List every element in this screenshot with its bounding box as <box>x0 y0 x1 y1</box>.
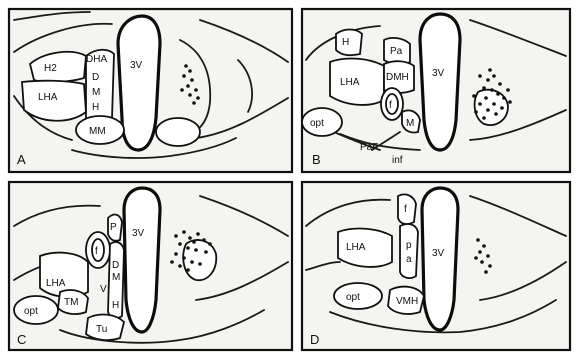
panel-d-fornix <box>398 194 416 224</box>
label-c-3v: 3V <box>132 228 145 239</box>
label-b-pa: Pa <box>390 46 403 57</box>
panel-a: H2 LHA DHA D M H 3V MM A <box>9 9 292 172</box>
label-a-lha: LHA <box>38 92 58 103</box>
label-c-f: f <box>95 246 98 257</box>
label-d-opt: opt <box>346 292 360 303</box>
label-d-a: a <box>406 254 412 265</box>
panel-a-letter: A <box>17 152 26 167</box>
panel-b-letter: B <box>312 152 321 167</box>
label-c-m: M <box>112 272 120 283</box>
label-a-h: H <box>92 102 99 113</box>
label-b-h: H <box>342 37 349 48</box>
label-b-paf: PaF <box>360 142 378 153</box>
panel-c: P 3V f LHA D M V H TM opt Tu C <box>9 182 292 350</box>
panel-a-right-lobe <box>156 118 200 146</box>
panel-c-third-ventricle <box>124 188 160 332</box>
label-c-tm: TM <box>64 297 78 308</box>
panel-d-third-ventricle <box>422 188 458 330</box>
label-b-dmh: DMH <box>386 72 409 83</box>
panel-b: H Pa LHA DMH 3V f M opt PaF inf B <box>302 9 570 172</box>
label-d-f: f <box>404 204 407 215</box>
label-c-v: V <box>100 284 107 295</box>
label-b-m: M <box>406 118 414 129</box>
label-c-d: D <box>112 260 119 271</box>
panel-d: f LHA p a 3V opt VMH D <box>302 182 570 350</box>
label-c-h: H <box>112 300 119 311</box>
label-d-lha: LHA <box>346 242 366 253</box>
label-b-opt: opt <box>310 118 324 129</box>
panel-b-third-ventricle <box>420 14 460 150</box>
panel-d-letter: D <box>310 332 319 347</box>
label-a-mm: MM <box>89 126 106 137</box>
label-a-h2: H2 <box>44 63 57 74</box>
label-c-opt: opt <box>24 306 38 317</box>
label-b-3v: 3V <box>432 68 445 79</box>
label-c-tu: Tu <box>96 324 107 335</box>
label-b-inf: inf <box>392 155 403 166</box>
label-d-p: p <box>406 240 412 251</box>
panel-c-fornix-inner <box>92 239 104 261</box>
label-a-dha: DHA <box>86 54 107 65</box>
label-b-lha: LHA <box>340 77 360 88</box>
panel-d-pa-column <box>400 224 418 278</box>
label-b-f: f <box>389 100 392 111</box>
label-a-m: M <box>92 87 100 98</box>
label-d-3v: 3V <box>432 248 445 259</box>
label-a-d: D <box>92 72 99 83</box>
panel-c-letter: C <box>17 332 26 347</box>
panel-c-right-nucleus <box>183 240 216 280</box>
label-d-vmh: VMH <box>396 296 418 307</box>
label-c-lha: LHA <box>46 278 66 289</box>
panel-b-fornix-inner <box>386 94 398 114</box>
label-c-p: P <box>110 222 117 233</box>
label-a-3v: 3V <box>130 60 143 71</box>
